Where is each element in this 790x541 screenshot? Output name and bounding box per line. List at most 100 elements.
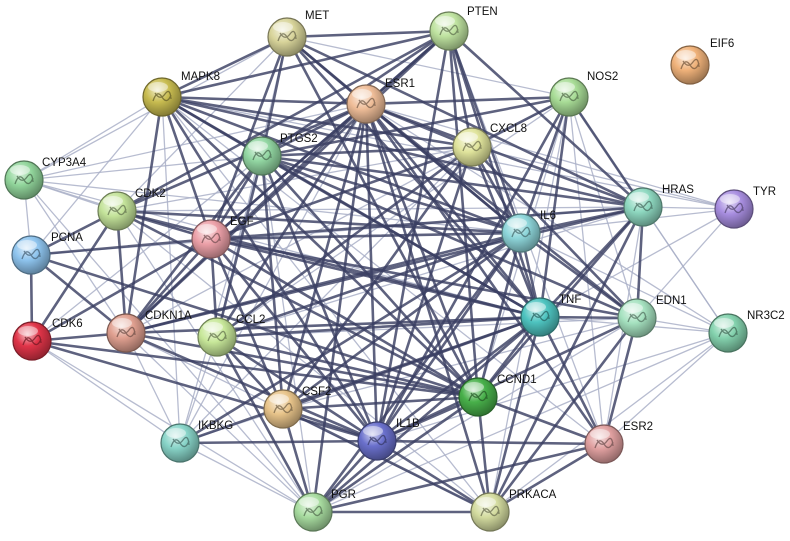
node-cdk6[interactable]: CDK6 [12, 318, 83, 361]
node-gloss [273, 22, 293, 32]
node-label: EDN1 [656, 295, 687, 307]
node-esr2[interactable]: ESR2 [584, 421, 653, 464]
node-gloss [269, 394, 289, 404]
edge-mapk8-il1b [160, 95, 379, 443]
protein-structure-icon [277, 30, 297, 42]
node-gloss [248, 141, 268, 151]
edge-egf-csf2 [209, 237, 285, 411]
node-ccnd1[interactable]: CCND1 [458, 374, 537, 417]
node-il6[interactable]: IL6 [501, 210, 556, 253]
node-gloss [103, 196, 123, 206]
node-egf[interactable]: EGF [191, 216, 254, 259]
protein-structure-icon [718, 326, 738, 338]
edge-ikbkg-cdkn1a [125, 332, 181, 444]
protein-structure-icon [252, 149, 272, 161]
node-ccl2[interactable]: CCL2 [197, 314, 265, 357]
node-label: NOS2 [587, 71, 618, 83]
edge-ccnd1-pgr [311, 395, 480, 514]
edge-pten-cxcl8 [447, 29, 474, 149]
edge-tyr-tnf [539, 208, 735, 318]
edge-prkaca-cdk2 [116, 210, 491, 513]
node-hras[interactable]: HRAS [623, 184, 694, 227]
node-prkaca[interactable]: PRKACA [470, 489, 557, 532]
edge-il6-pgr [311, 231, 523, 514]
edge-met-ccnd1 [285, 35, 480, 399]
edge-egf-tnf [209, 237, 542, 319]
edge-nr3c2-esr1 [365, 103, 729, 334]
node-label: PCNA [51, 232, 83, 244]
edge-nr3c2-esr2 [603, 332, 729, 445]
node-label: CDK6 [52, 318, 83, 330]
node-cxcl8[interactable]: CXCL8 [452, 123, 527, 167]
node-ikbkg[interactable]: IKBKG [160, 420, 233, 463]
node-edn1[interactable]: EDN1 [617, 295, 687, 338]
edge-pten-mapk8 [160, 29, 451, 99]
node-pten[interactable]: PTEN [429, 6, 498, 51]
edge-egf-ccnd1 [209, 237, 480, 399]
node-nos2[interactable]: NOS2 [549, 71, 618, 117]
node-gloss [714, 318, 734, 328]
edge-tyr-edn1 [636, 208, 735, 319]
node-gloss [476, 497, 496, 507]
edge-met-cdk2 [116, 36, 288, 212]
edge-il1b-ccl2 [215, 335, 379, 443]
node-cyp3a4[interactable]: CYP3A4 [4, 157, 87, 200]
node-label: IL6 [540, 210, 556, 222]
edge-cdkn1a-ccnd1 [124, 331, 480, 399]
edge-esr1-edn1 [364, 102, 639, 320]
node-label: CDK2 [135, 188, 166, 200]
edge-il6-hras [519, 205, 645, 235]
edge-cdk2-cdkn1a [115, 209, 128, 335]
protein-structure-icon [152, 90, 172, 102]
edge-il6-ccl2 [215, 231, 523, 339]
node-met[interactable]: MET [267, 10, 329, 57]
edge-egf-hras [209, 205, 645, 241]
node-cdk2[interactable]: CDK2 [97, 188, 166, 231]
node-gloss [507, 218, 527, 228]
node-nr3c2[interactable]: NR3C2 [708, 310, 785, 353]
protein-structure-icon [303, 505, 323, 517]
node-eif6[interactable]: EIF6 [670, 38, 734, 85]
edge-ptgs2-il1b [260, 154, 379, 443]
edge-pgr-cdkn1a [125, 332, 314, 513]
node-gloss [435, 16, 455, 26]
edge-cyp3a4-ptgs2 [23, 155, 263, 181]
protein-structure-icon [170, 436, 190, 448]
node-ptgs2[interactable]: PTGS2 [242, 133, 318, 176]
node-gloss [10, 165, 30, 175]
node-label: ESR1 [385, 78, 415, 90]
protein-structure-icon [201, 232, 221, 244]
node-pcna[interactable]: PCNA [11, 232, 83, 275]
edge-pgr-cdk2 [116, 210, 314, 513]
protein-structure-icon [462, 140, 482, 152]
node-csf2[interactable]: CSF2 [263, 386, 331, 429]
node-il1b[interactable]: IL1B [357, 418, 420, 461]
edge-il6-il1b [375, 231, 523, 443]
edge-ikbkg-mapk8 [161, 96, 181, 444]
edge-ccl2-ccnd1 [215, 335, 480, 399]
edge-mapk8-hras [160, 95, 645, 209]
edge-pcna-ccnd1 [29, 253, 480, 399]
node-gloss [629, 192, 649, 202]
node-tyr[interactable]: TYR [714, 186, 776, 229]
protein-structure-icon [207, 330, 227, 342]
node-label: IL1B [396, 418, 420, 430]
edge-il6-ikbkg [178, 231, 523, 445]
node-tnf[interactable]: TNF [520, 294, 581, 337]
edge-cyp3a4-mapk8 [23, 96, 163, 181]
protein-structure-icon [594, 437, 614, 449]
node-label: MAPK8 [181, 71, 220, 83]
node-pgr[interactable]: PGR [293, 489, 356, 532]
edge-il6-ccnd1 [476, 231, 523, 399]
edge-il1b-ikbkg [178, 439, 379, 445]
edge-esr1-nos2 [364, 95, 571, 106]
node-cdkn1a[interactable]: CDKN1A [106, 310, 192, 353]
edge-mapk8-il6 [160, 95, 523, 235]
node-label: CSF2 [302, 386, 331, 398]
edge-cxcl8-egf [209, 145, 474, 241]
node-esr1[interactable]: ESR1 [346, 78, 415, 124]
edge-pten-cdk2 [115, 29, 451, 213]
edge-nos2-tnf [538, 95, 571, 319]
protein-structure-icon [116, 326, 136, 338]
node-mapk8[interactable]: MAPK8 [142, 71, 220, 117]
